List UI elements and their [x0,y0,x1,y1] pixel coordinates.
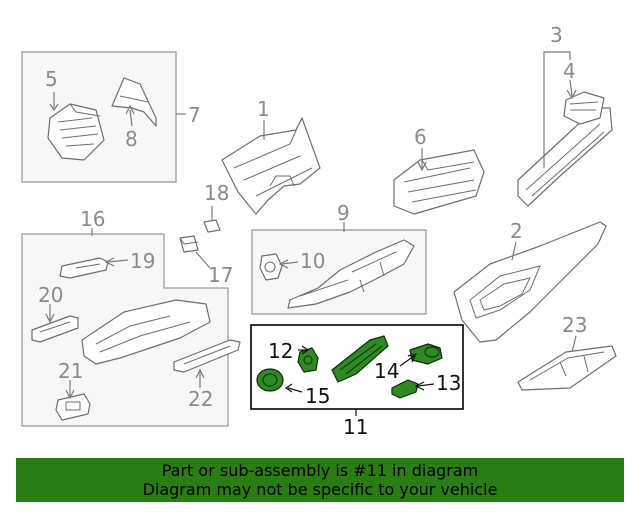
callout-1: 1 [257,97,270,121]
part-21-connector[interactable] [55,393,91,421]
part-20-switch[interactable] [31,315,79,343]
leader-19 [107,259,129,263]
callout-14: 14 [374,359,399,383]
part-11-control-panel[interactable] [331,335,389,383]
part-4-vent[interactable] [563,91,605,125]
callout-18: 18 [204,181,229,205]
leader-14 [399,355,415,367]
part-10-sensor[interactable] [259,253,283,281]
callout-17: 17 [208,263,233,287]
info-banner: Part or sub-assembly is #11 in diagram D… [16,458,624,502]
callout-16: 16 [80,207,105,231]
callout-8: 8 [125,127,138,151]
callout-21: 21 [58,359,83,383]
callout-2: 2 [510,219,523,243]
part-22-trim[interactable] [173,339,241,373]
callout-7: 7 [188,103,201,127]
callout-6: 6 [414,125,427,149]
callout-13: 13 [436,371,461,395]
callout-5: 5 [45,67,58,91]
leader-23 [571,335,577,353]
leader-2 [511,241,517,261]
leader-13 [417,383,435,387]
part-15-knob[interactable] [256,368,284,392]
part-13-switch[interactable] [391,379,419,399]
part-16-console[interactable] [81,299,211,365]
callout-12: 12 [268,339,293,363]
part-5-vent[interactable] [47,103,105,161]
part-19-switch[interactable] [59,257,109,279]
part-18-clip[interactable] [203,219,221,233]
part-23-bracket[interactable] [517,345,617,391]
callout-9: 9 [337,201,350,225]
callout-23: 23 [562,313,587,337]
leader-17 [195,251,211,269]
callout-11: 11 [343,415,368,439]
part-17-clip[interactable] [179,235,199,253]
callout-4: 4 [563,59,576,83]
callout-10: 10 [300,249,325,273]
callout-3: 3 [550,23,563,47]
part-14-knob[interactable] [409,343,443,365]
part-2-panel[interactable] [453,221,607,343]
leader-3 [543,51,571,168]
part-6-switch-housing[interactable] [393,149,485,215]
leader-10 [281,261,299,265]
part-9-bracket[interactable] [287,239,415,309]
callout-22: 22 [188,387,213,411]
part-3-trim-strip[interactable] [517,107,613,207]
callout-15: 15 [305,384,330,408]
callout-19: 19 [130,249,155,273]
banner-line-1: Part or sub-assembly is #11 in diagram [161,461,479,480]
leader-15 [287,387,303,393]
callout-20: 20 [38,283,63,307]
leader-8 [129,109,133,127]
part-8-trim[interactable] [111,77,157,127]
part-1-dash-panel[interactable] [221,117,321,215]
leader-4 [569,79,573,97]
banner-line-2: Diagram may not be specific to your vehi… [142,480,498,499]
